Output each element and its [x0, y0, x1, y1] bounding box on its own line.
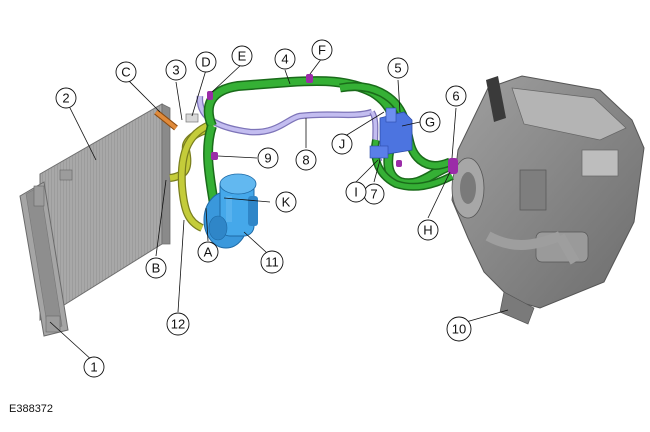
callout-9: 9: [257, 147, 279, 169]
callout-10: 10: [446, 316, 472, 342]
hvac-module: [451, 75, 645, 325]
condenser-fitting: [154, 109, 199, 131]
callout-i-label: I: [354, 185, 358, 200]
callout-k-label: K: [282, 195, 291, 210]
callout-3-label: 3: [172, 63, 179, 78]
callout-b-label: B: [152, 261, 161, 276]
callout-11: 11: [260, 250, 284, 274]
callout-I: I: [345, 181, 367, 203]
callout-5: 5: [387, 57, 409, 79]
callout-7-label: 7: [370, 187, 377, 202]
callout-F: F: [311, 39, 333, 61]
callout-12: 12: [166, 312, 190, 336]
callout-8-label: 8: [302, 153, 309, 168]
callout-7: 7: [363, 183, 385, 205]
leader-lines: [49, 57, 509, 363]
callout-c-label: C: [121, 65, 130, 80]
callout-9-label: 9: [264, 151, 271, 166]
expansion-valve: [369, 107, 413, 159]
low-pressure-line: [196, 95, 383, 164]
callout-1-label: 1: [90, 360, 97, 375]
callout-2-label: 2: [62, 91, 69, 106]
callout-B: B: [145, 257, 167, 279]
callout-H: H: [417, 219, 439, 241]
callout-4: 4: [274, 48, 296, 70]
liquid-line: [169, 120, 215, 232]
callout-A: A: [197, 241, 219, 263]
callout-h-label: H: [423, 223, 432, 238]
callout-3: 3: [165, 59, 187, 81]
callout-J: J: [331, 133, 353, 155]
callout-6: 6: [445, 85, 467, 107]
callout-12-label: 12: [171, 317, 185, 332]
callout-8: 8: [295, 149, 317, 171]
callout-4-label: 4: [281, 52, 288, 67]
callout-2: 2: [55, 87, 77, 109]
callout-a-label: A: [204, 245, 213, 260]
callout-1: 1: [83, 356, 105, 378]
callout-g-label: G: [425, 115, 435, 130]
callout-f-label: F: [318, 43, 326, 58]
callout-j-label: J: [339, 137, 346, 152]
callout-C: C: [115, 61, 137, 83]
figure-id: E388372: [9, 403, 54, 415]
callout-G: G: [419, 111, 441, 133]
callout-E: E: [231, 45, 253, 67]
callout-d-label: D: [201, 55, 210, 70]
callout-K: K: [275, 191, 297, 213]
callout-5-label: 5: [394, 61, 401, 76]
callout-6-label: 6: [452, 89, 459, 104]
condenser: [19, 103, 171, 337]
callout-D: D: [195, 51, 217, 73]
callout-10-label: 10: [452, 322, 466, 337]
suction-line: [203, 76, 454, 205]
compressor: [203, 173, 258, 249]
callout-e-label: E: [238, 49, 247, 64]
callout-11-label: 11: [265, 255, 279, 270]
